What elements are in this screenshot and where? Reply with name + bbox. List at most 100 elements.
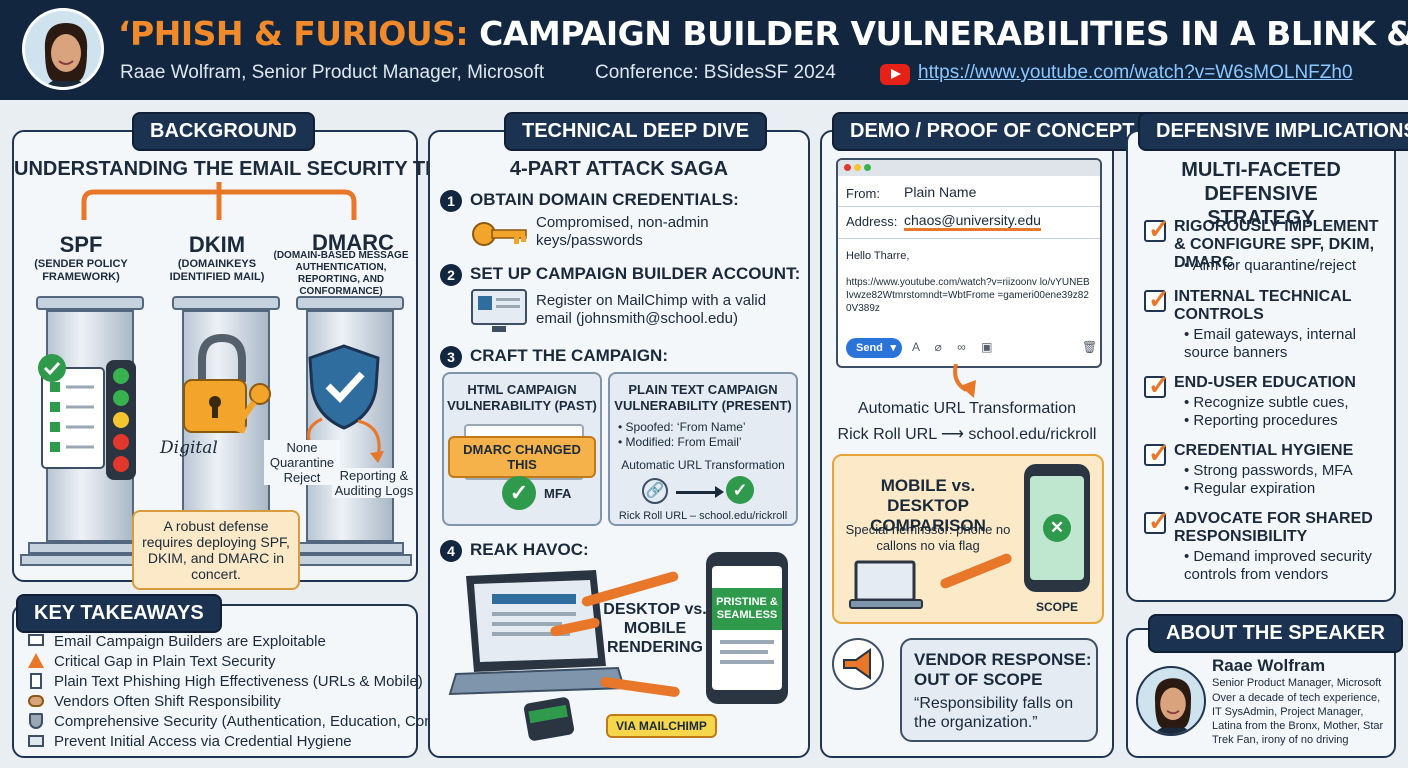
trash-icon[interactable]: 🗑 bbox=[1082, 340, 1098, 354]
rickroll-url-value: school.edu/rickroll bbox=[968, 426, 1097, 443]
checkbox-icon bbox=[1144, 370, 1170, 401]
defense-item-title: RIGOROUSLY IMPLEMENT & CONFIGURE SPF, DK… bbox=[1174, 218, 1379, 271]
shield-check-icon bbox=[308, 344, 380, 430]
from-name-field[interactable]: Plain Name bbox=[904, 184, 977, 200]
background-heading: UNDERSTANDING THE EMAIL SECURITY TRIO bbox=[14, 158, 461, 180]
step-title: REAK HAVOC: bbox=[470, 540, 589, 559]
mobile-comparison-note: Special hemnssor: phone no callons no vi… bbox=[845, 522, 1011, 553]
scope-label: SCOPE bbox=[1035, 600, 1078, 614]
speaker-role: Senior Product Manager, Microsoft bbox=[1212, 677, 1382, 689]
defense-panel: MULTI-FACETED DEFENSIVE STRATEGY RIGOROU… bbox=[1126, 130, 1396, 602]
step-text: Compromised, non-admin keys/passwords bbox=[536, 214, 709, 249]
tab-technical-deep-dive: TECHNICAL DEEP DIVE bbox=[504, 112, 768, 151]
email-compose-window: From: Plain Name Address: chaos@universi… bbox=[836, 158, 1102, 368]
takeaway-item: Email Campaign Builders are Exploitable bbox=[54, 633, 326, 650]
checkbox-icon bbox=[1144, 506, 1170, 537]
attack-saga-heading: 4-PART ATTACK SAGA bbox=[509, 158, 729, 180]
compose-toolbar-icons[interactable]: A ⌀ ∞ ▣ bbox=[912, 340, 999, 354]
plain-text-campaign-box: PLAIN TEXT CAMPAIGN VULNERABILITY (PRESE… bbox=[608, 372, 798, 526]
send-label: Send bbox=[856, 342, 883, 354]
step-number: 3 bbox=[440, 346, 462, 368]
dmarc-changed-badge: DMARC CHANGED THIS bbox=[448, 436, 596, 478]
email-greeting: Hello Tharre, bbox=[846, 250, 910, 262]
curved-arrow-icon bbox=[357, 419, 384, 463]
padlock-key-icon bbox=[183, 333, 271, 434]
page-title: ‘PHISH & FURIOUS: CAMPAIGN BUILDER VULNE… bbox=[118, 14, 1408, 53]
title-rest: CAMPAIGN BUILDER VULNERABILITIES IN A BL… bbox=[468, 14, 1408, 53]
tab-demo: DEMO / PROOF OF CONCEPT bbox=[832, 112, 1153, 151]
vendor-response-quote: “Responsibility falls on the organizatio… bbox=[914, 695, 1074, 731]
vendor-response-title: VENDOR RESPONSE: OUT OF SCOPE bbox=[914, 650, 1092, 689]
defense-item-title: ADVOCATE FOR SHARED RESPONSIBILITY bbox=[1174, 510, 1373, 545]
defense-item-bullets: • Demand improved security controls from… bbox=[1184, 548, 1372, 583]
email-body-link[interactable]: https://www.youtube.com/watch?v=riizoonv… bbox=[846, 277, 1090, 314]
arrow-right-icon: ⟶ bbox=[940, 426, 969, 443]
modified-bullet: • Modified: From Email’ bbox=[618, 435, 742, 449]
speaker-name: Raae Wolfram bbox=[1212, 656, 1326, 675]
mobile-comparison-title: MOBILE vs. DESKTOP COMPARISON bbox=[870, 476, 986, 535]
tab-key-takeaways: KEY TAKEAWAYS bbox=[16, 594, 222, 633]
demo-rickroll-line: Rick Roll URL ⟶ school.edu/rickroll bbox=[822, 424, 1112, 444]
rickroll-url-label: Rick Roll URL bbox=[837, 426, 937, 443]
comparison-arrow bbox=[938, 552, 1014, 590]
mfa-label: MFA bbox=[544, 486, 572, 501]
step-title: SET UP CAMPAIGN BUILDER ACCOUNT: bbox=[470, 264, 801, 283]
takeaway-item: Comprehensive Security (Authentication, … bbox=[54, 713, 466, 730]
pillar-dmarc-title: DMARC bbox=[312, 230, 394, 255]
defense-item-bullets: • Recognize subtle cues, • Reporting pro… bbox=[1184, 394, 1349, 429]
deep-dive-panel: 4-PART ATTACK SAGA 1 OBTAIN DOMAIN CREDE… bbox=[428, 130, 810, 758]
speaker-photo bbox=[1136, 666, 1206, 736]
rendering-label: DESKTOP vs. MOBILE RENDERING bbox=[603, 601, 707, 656]
video-link[interactable]: https://www.youtube.com/watch?v=W6sMOLNF… bbox=[918, 62, 1353, 83]
dmarc-pillar-cap bbox=[296, 296, 404, 310]
phone-icon: PRISTINE & SEAMLESS bbox=[706, 552, 788, 704]
send-button[interactable]: Send▾ bbox=[846, 338, 902, 358]
dmarc-policy-list: None Quarantine Reject bbox=[264, 440, 340, 485]
spf-checklist-icon bbox=[38, 354, 136, 480]
spoofed-bullet: • Spoofed: ‘From Name’ bbox=[618, 420, 746, 434]
conference-line: Conference: BSidesSF 2024 bbox=[595, 62, 836, 83]
step-number: 4 bbox=[440, 540, 462, 562]
checkbox-icon bbox=[1144, 438, 1170, 469]
defense-item-bullets: • Email gateways, internal source banner… bbox=[1184, 326, 1356, 361]
title-accent: ‘PHISH & FURIOUS: bbox=[118, 14, 469, 53]
vendor-response-bubble: VENDOR RESPONSE: OUT OF SCOPE “Responsib… bbox=[900, 638, 1098, 742]
step-number: 2 bbox=[440, 264, 462, 286]
takeaway-item: Vendors Often Shift Responsibility bbox=[54, 693, 281, 710]
defense-item-title: CREDENTIAL HYGIENE bbox=[1174, 442, 1354, 459]
defense-item-title: INTERNAL TECHNICAL CONTROLS bbox=[1174, 288, 1352, 323]
takeaway-item: Prevent Initial Access via Credential Hy… bbox=[54, 733, 352, 750]
rickroll-label: Rick Roll URL – school.edu/rickroll bbox=[618, 510, 788, 522]
youtube-icon bbox=[880, 64, 910, 85]
dkim-pillar-cap bbox=[172, 296, 280, 310]
url-transform-label: Automatic URL Transformation bbox=[621, 458, 785, 472]
plain-text-campaign-title: PLAIN TEXT CAMPAIGN VULNERABILITY (PRESE… bbox=[614, 382, 792, 413]
step-number: 1 bbox=[440, 190, 462, 212]
from-address-field[interactable]: chaos@university.edu bbox=[904, 212, 1041, 231]
step-title: OBTAIN DOMAIN CREDENTIALS: bbox=[470, 190, 739, 209]
takeaway-item: Plain Text Phishing High Effectiveness (… bbox=[54, 673, 423, 690]
speaker-bio: Over a decade of tech experience, IT Sys… bbox=[1212, 692, 1384, 746]
tab-background: BACKGROUND bbox=[132, 112, 315, 151]
megaphone-icon bbox=[832, 638, 884, 690]
pillar-dkim-title: DKIM bbox=[188, 232, 246, 257]
phone-frame: ✕ bbox=[1024, 464, 1090, 592]
trio-bracket bbox=[81, 182, 357, 220]
step-text: Register on MailChimp with a valid email… bbox=[536, 292, 767, 327]
laptop-icon bbox=[448, 570, 626, 696]
address-label: Address: bbox=[846, 214, 898, 229]
from-label: From: bbox=[846, 186, 880, 201]
shield-icon bbox=[29, 713, 43, 729]
key-icon bbox=[472, 222, 527, 246]
id-card-icon bbox=[28, 735, 44, 747]
check-icon: ✓ bbox=[502, 476, 536, 510]
tab-defensive-implications: DEFENSIVE IMPLICATIONS bbox=[1138, 112, 1408, 151]
document-icon bbox=[30, 673, 42, 689]
pristine-badge: PRISTINE & SEAMLESS bbox=[712, 588, 782, 630]
transform-arrow bbox=[676, 486, 724, 498]
demo-transform-label: Automatic URL Transformation bbox=[857, 400, 1077, 417]
digital-signature: Digital bbox=[160, 438, 218, 458]
via-mailchimp-badge: VIA MAILCHIMP bbox=[606, 714, 717, 738]
checkbox-icon bbox=[1144, 214, 1170, 245]
spf-pillar-cap bbox=[36, 296, 144, 310]
